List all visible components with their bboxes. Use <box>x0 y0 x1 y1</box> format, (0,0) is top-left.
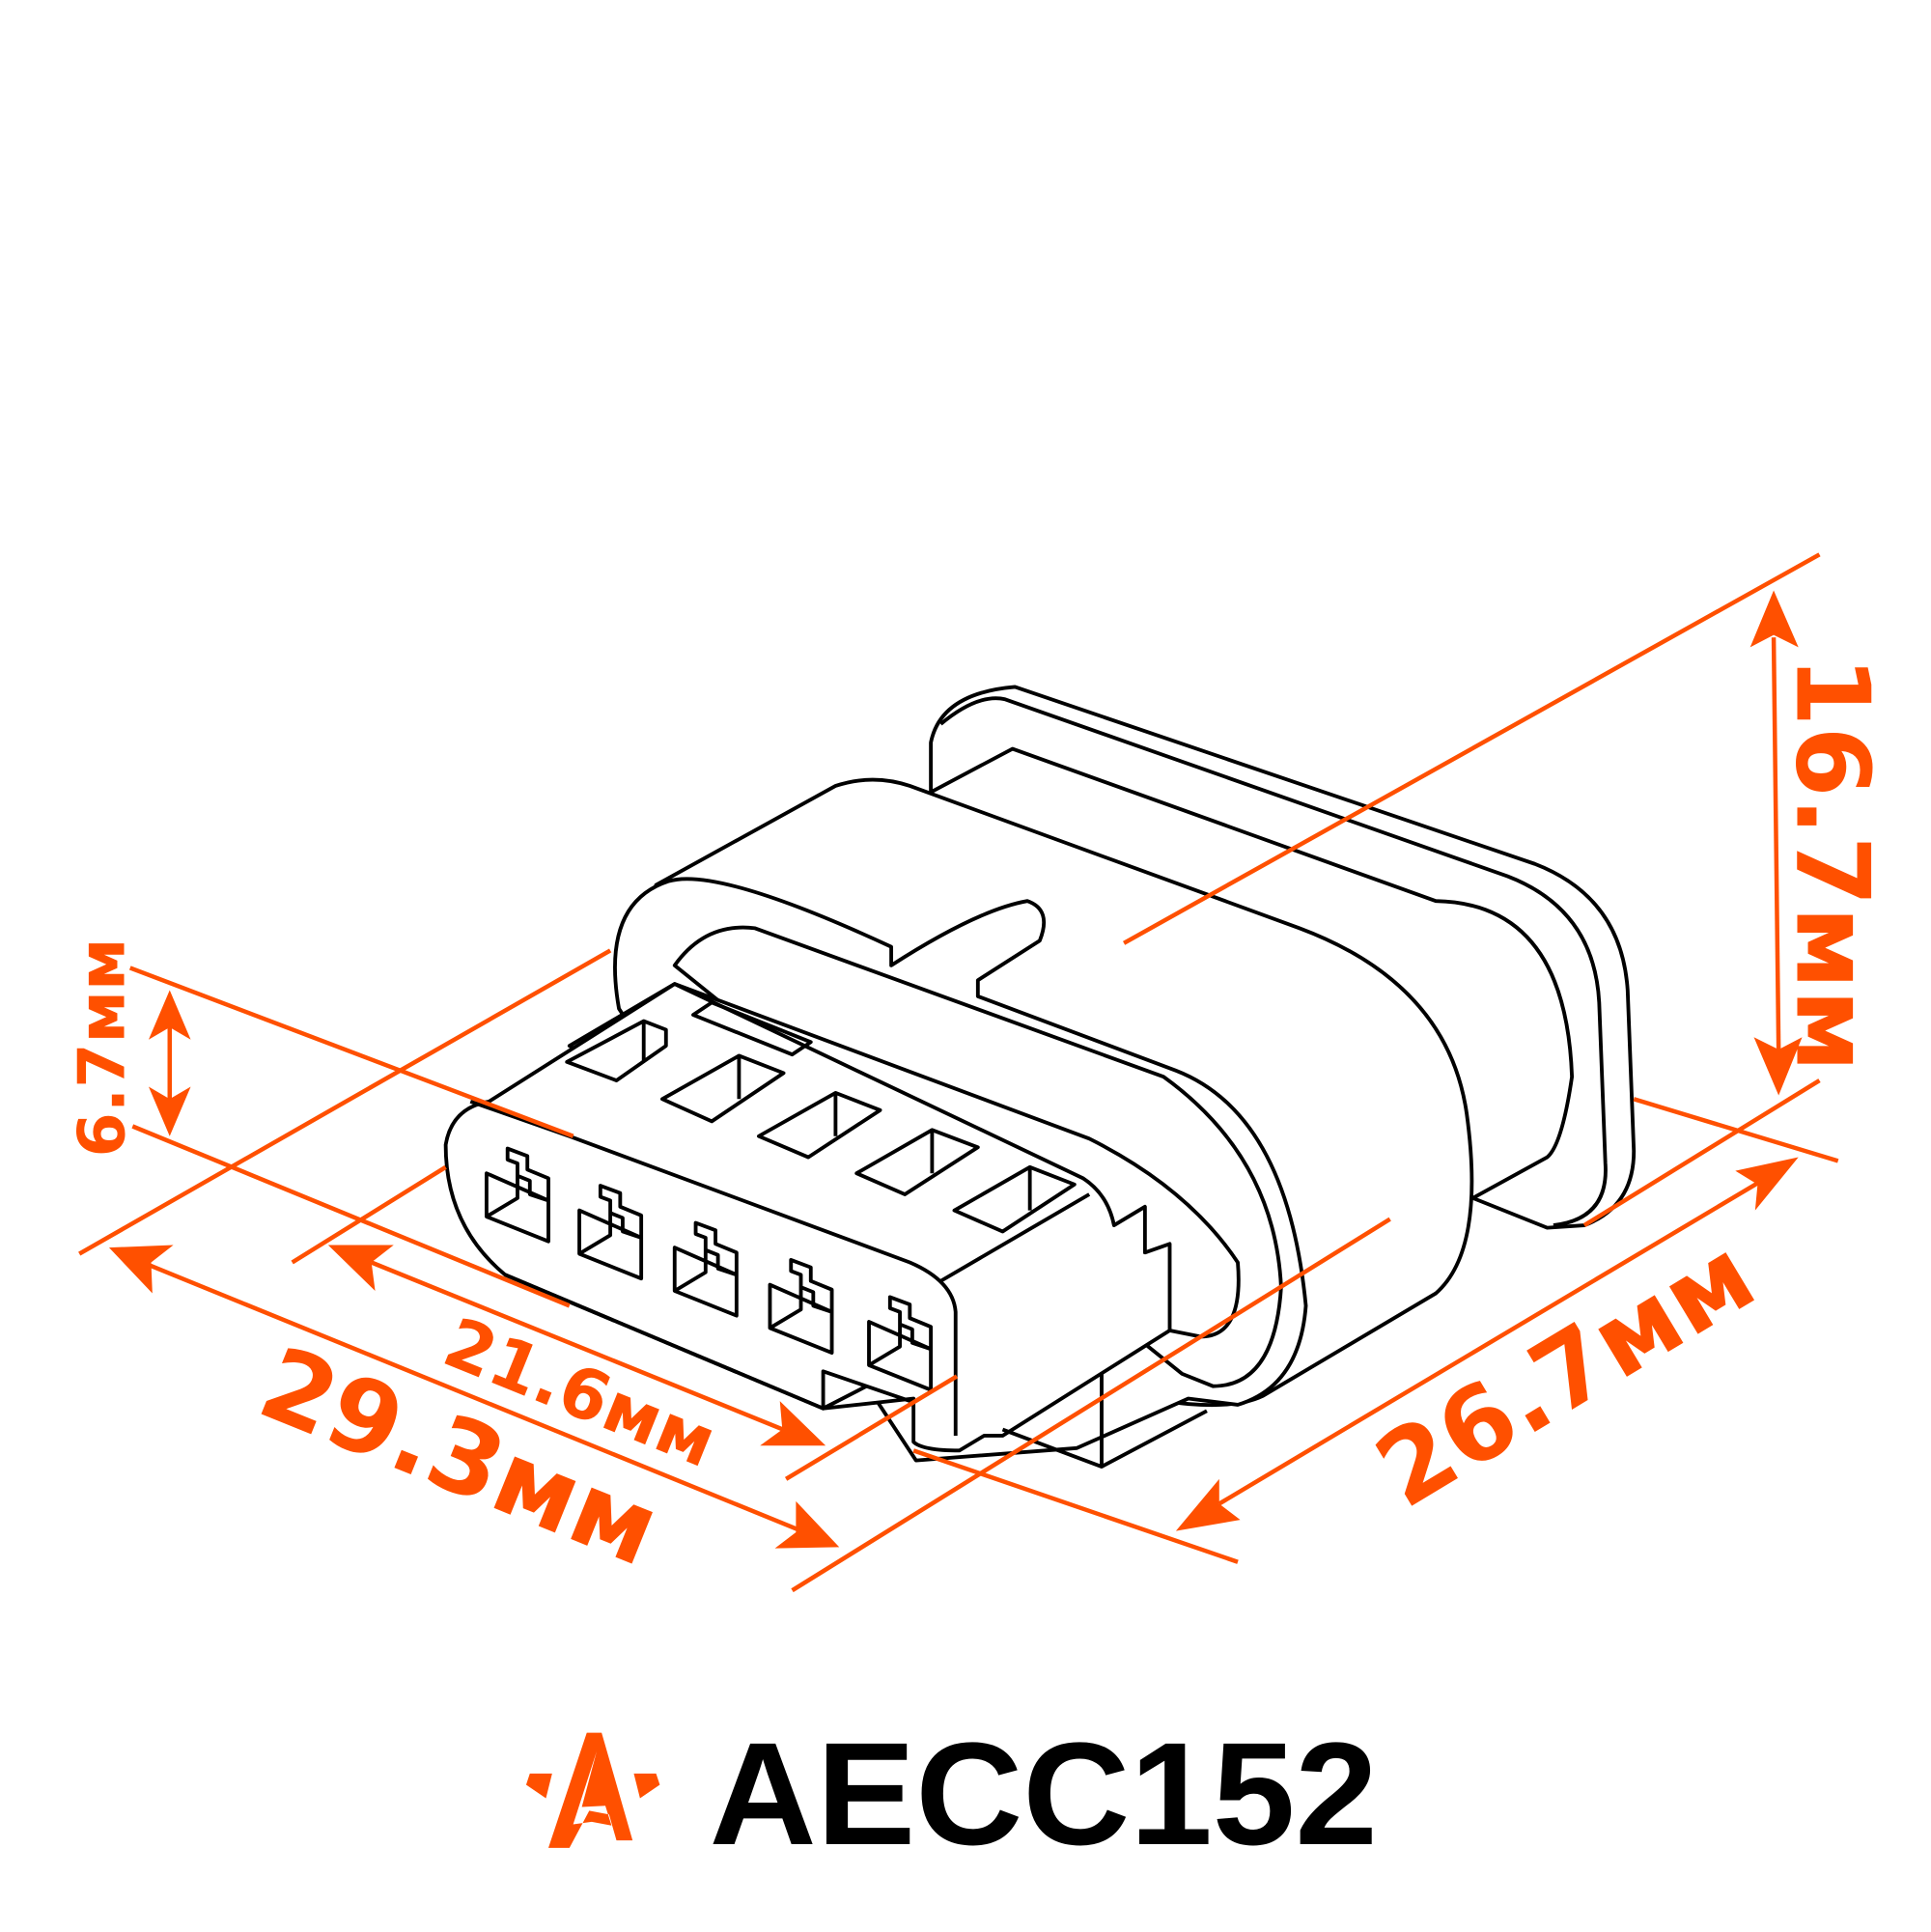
product-code: AECC152 <box>710 1713 1378 1876</box>
star-a-logo-icon <box>525 1732 660 1848</box>
arrow-left-26-7 <box>1175 1478 1241 1531</box>
arrow-down-16-7 <box>1753 1037 1803 1096</box>
dimension-lines <box>78 552 1839 1593</box>
arrow-up-16-7 <box>1749 590 1799 648</box>
connector-outline <box>443 685 1637 1469</box>
arrowheads <box>108 590 1803 1549</box>
arrow-down-6-7 <box>148 1086 191 1136</box>
dim-label-16-7: 16.7мм <box>1773 656 1891 1072</box>
arrow-left-21-6 <box>327 1245 394 1291</box>
arrow-right-29-3 <box>774 1500 840 1549</box>
dim-label-6-7: 6.7мм <box>64 938 139 1158</box>
arrow-right-26-7 <box>1735 1157 1799 1211</box>
arrow-up-6-7 <box>148 990 191 1040</box>
arrow-right-21-6 <box>760 1401 826 1446</box>
arrow-left-29-3 <box>108 1245 174 1294</box>
